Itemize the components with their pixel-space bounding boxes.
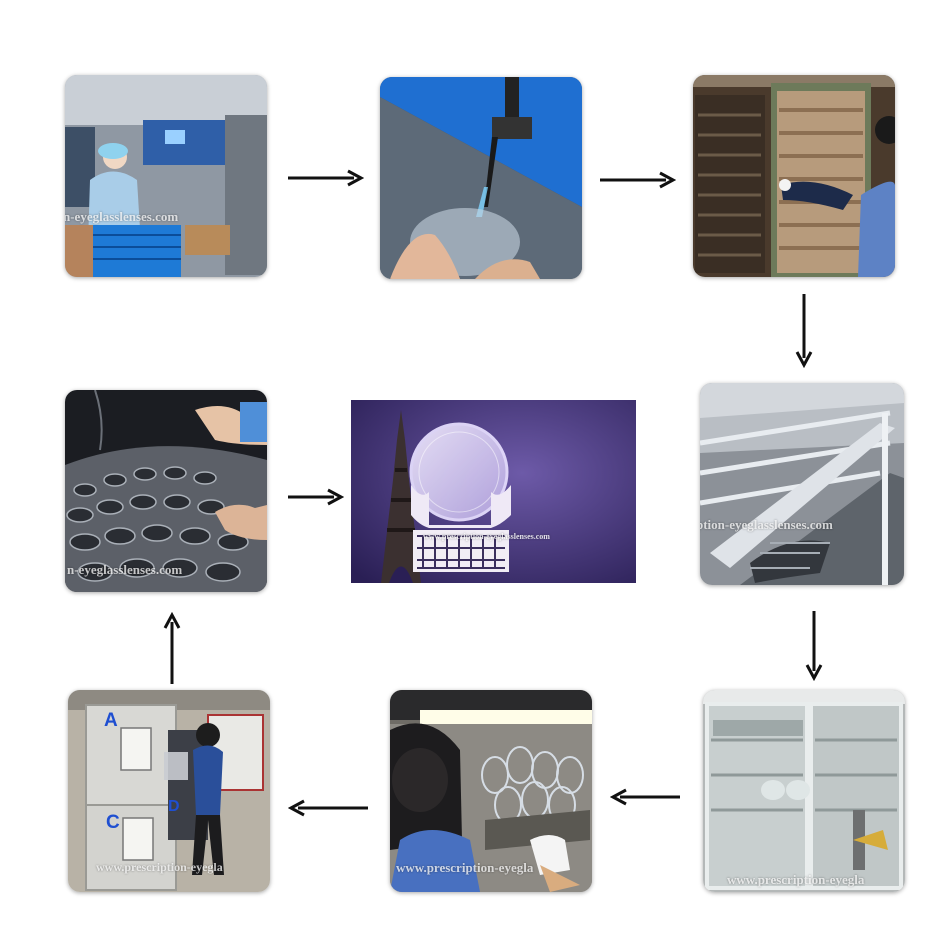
door-label-d: D (168, 798, 180, 815)
step-9-inspection-photo: www.prescription-eyegla (390, 690, 592, 892)
inspection-scene (390, 690, 592, 892)
nozzle-scene (380, 77, 582, 279)
step-2-dispensing-nozzle-photo (380, 77, 582, 279)
final-product-lens-photo: www.prescription-eyeglasslenses.com (351, 400, 636, 583)
arrow-right-2 (600, 171, 676, 189)
door-label-c: C (106, 812, 120, 833)
step-8-coating-chamber-photo: www.prescription-eyegla (703, 690, 905, 892)
watermark: www.prescription-eyegla (96, 860, 223, 874)
coating-chamber-scene (703, 690, 905, 892)
arrow-down-1 (795, 294, 813, 368)
arrow-left-1 (288, 799, 368, 817)
door-label-a: A (104, 710, 118, 731)
final-lens-scene (351, 400, 636, 583)
watermark: www.prescription-eyegla (727, 872, 865, 887)
curing-oven-scene (693, 75, 895, 277)
arrow-up-1 (163, 612, 181, 684)
arrow-left-2 (610, 788, 680, 806)
arrow-right-to-final (288, 488, 344, 506)
step-11-lens-rack-photo: n-eyeglasslenses.com (65, 390, 267, 592)
watermark: n-eyeglasslenses.com (67, 562, 183, 577)
cleaning-line-scene (700, 383, 904, 585)
step-1-operator-workstation-photo: n-eyeglasslenses.com (65, 75, 267, 277)
watermark: www.prescription-eyegla (396, 860, 534, 875)
chamber-scene (68, 690, 270, 892)
watermark: www.prescription-eyeglasslenses.com (423, 532, 550, 541)
workstation-scene (65, 75, 267, 277)
watermark: ption-eyeglasslenses.com (700, 517, 833, 532)
step-10-chamber-loading-photo: A C D www.prescription-eyegla (68, 690, 270, 892)
arrow-down-2 (805, 611, 823, 681)
lens-rack-scene (65, 390, 267, 592)
step-3-curing-oven-photo (693, 75, 895, 277)
arrow-right-1 (288, 169, 364, 187)
step-4-cleaning-line-photo: ption-eyeglasslenses.com (700, 383, 904, 585)
watermark: n-eyeglasslenses.com (65, 209, 179, 224)
